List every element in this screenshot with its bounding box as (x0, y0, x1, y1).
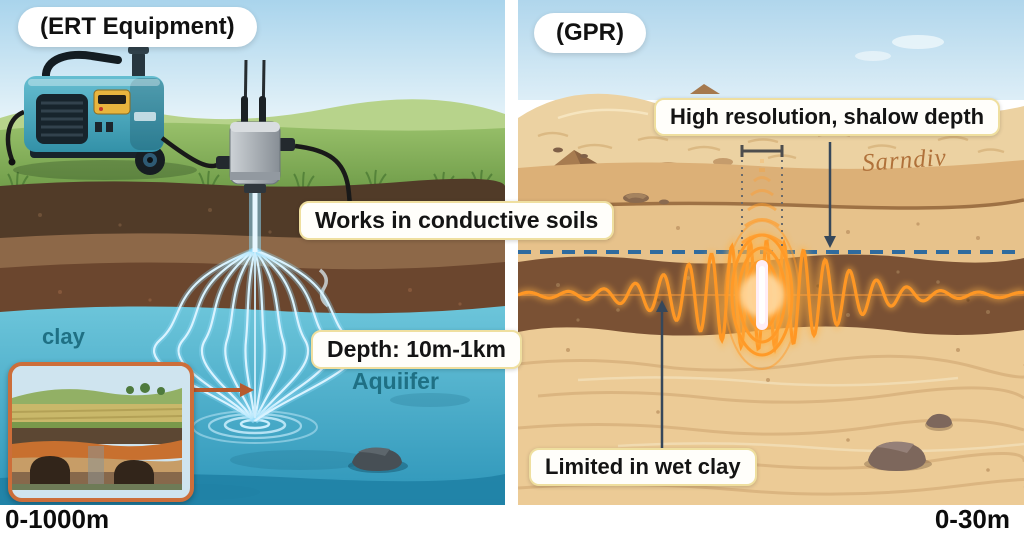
depth-scale-bar: 0-1000m 0-30m (0, 504, 1024, 534)
aquifer-layer-label: Aquiifer (352, 368, 439, 394)
clay-layer-label: clay (42, 324, 85, 349)
limitation-arrow (656, 300, 668, 448)
pulse-cap-arcs (741, 159, 783, 245)
inset-arrow (192, 383, 254, 397)
inset-cross-section-photo (8, 362, 194, 502)
sand-writing-text: Sarndiv (861, 144, 948, 177)
ert-depth-callout: Depth: 10m-1km (311, 330, 522, 369)
gpr-resolution-callout: High resolution, shalow depth (654, 98, 1001, 136)
ert-title-label: (ERT Equipment) (18, 7, 257, 47)
depth-arrow (824, 142, 836, 248)
gpr-depth-range: 0-30m (934, 504, 1010, 534)
panel-divider (505, 0, 518, 505)
aquifer-rock (348, 447, 408, 473)
ert-conductive-callout: Works in conductive soils (299, 201, 615, 240)
gpr-title-label: (GPR) (534, 13, 646, 53)
resolution-bracket (740, 145, 784, 250)
generator-illustration (5, 46, 221, 180)
gpr-scene-illustration (518, 0, 1024, 505)
gpr-limitation-callout: Limited in wet clay (529, 448, 757, 486)
clay-layer (0, 262, 505, 320)
desert-rocks (864, 413, 953, 471)
ert-scene-illustration (0, 0, 505, 505)
ert-depth-range: 0-1000m (5, 504, 110, 534)
